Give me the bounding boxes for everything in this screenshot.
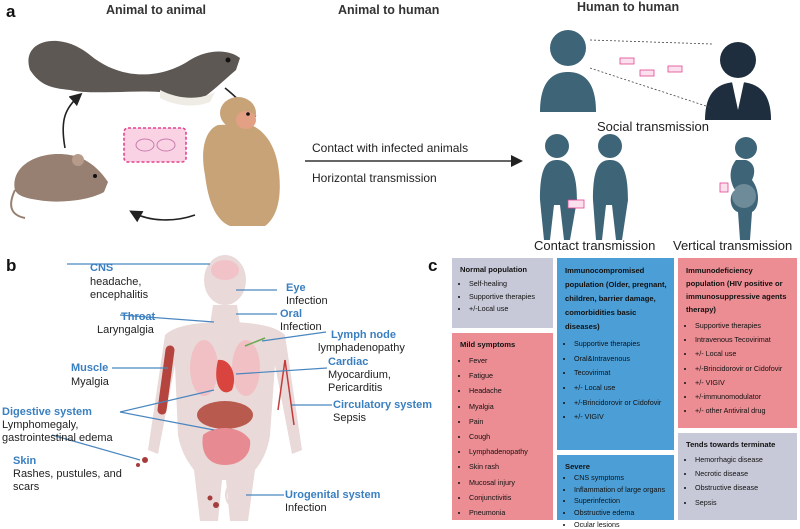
lymph-title: Lymph node — [331, 329, 396, 341]
list-item: Myalgia — [469, 400, 547, 413]
list-item: Supportive therapies — [574, 338, 668, 351]
header-human-to-human: Human to human — [577, 0, 680, 14]
social-people-icon — [540, 30, 771, 120]
list-item: Hemorrhagic disease — [695, 454, 791, 466]
list-item: +/- VIGIV — [574, 411, 668, 424]
immunodeficiency-list: Supportive therapies Intravenous Tecovir… — [686, 320, 791, 417]
pregnant-person-icon — [719, 137, 758, 240]
severe-box: Severe CNS symptoms Inflammation of larg… — [557, 455, 674, 529]
list-item: Sepsis — [695, 497, 791, 509]
list-item: CNS symptoms — [574, 473, 668, 483]
arrow-label-contact: Contact with infected animals — [312, 141, 469, 155]
cns-desc: headache, encephalitis — [90, 276, 149, 301]
mild-symptoms-title: Mild symptoms — [460, 340, 516, 349]
immunocompromised-title: Immunocompromised population (Older, pre… — [565, 266, 667, 331]
mild-symptoms-list: Fever Fatigue Headache Myalgia Pain Coug… — [460, 354, 547, 519]
lymph-desc: lymphadenopathy — [318, 342, 405, 354]
list-item: Supportive therapies — [695, 320, 791, 332]
list-item: Fatigue — [469, 369, 547, 382]
list-item: Mucosal injury — [469, 476, 547, 489]
immunocompromised-list: Supportive therapies Oral&Intravenous Te… — [565, 338, 668, 424]
cns-title: CNS — [90, 262, 114, 274]
muscle-title: Muscle — [71, 362, 109, 374]
cardiac-title: Cardiac — [328, 356, 369, 368]
list-item: Lymphadenopathy — [469, 445, 547, 458]
list-item: Headache — [469, 384, 547, 397]
virus-icon — [123, 127, 187, 163]
urogenital-title: Urogenital system — [285, 489, 381, 501]
list-item: +/- VIGIV — [695, 377, 791, 389]
header-animal-to-human: Animal to human — [338, 3, 440, 17]
panel-c-letter: c — [428, 256, 438, 275]
throat-desc: Laryngalgia — [97, 324, 154, 336]
list-item: Cough — [469, 430, 547, 443]
list-item: Oral&Intravenous — [574, 353, 668, 366]
arrow-label-horizontal: Horizontal transmission — [312, 171, 437, 185]
list-item: Supportive therapies — [469, 292, 547, 303]
list-item: Intravenous Tecovirimat — [695, 334, 791, 346]
skin-title: Skin — [13, 455, 37, 467]
label-social-transmission: Social transmission — [597, 119, 709, 134]
list-item: +/- Local use — [574, 382, 668, 395]
eye-desc: Infection — [286, 295, 328, 307]
contact-people-icon — [540, 134, 628, 240]
terminate-title: Tends towards terminate — [686, 440, 776, 449]
body-illustration — [51, 255, 332, 521]
list-item: Inflammation of large organs — [574, 485, 668, 495]
digestive-desc: Lymphomegaly, gastrointestinal edema — [2, 419, 113, 444]
circulatory-title: Circulatory system — [333, 399, 433, 411]
list-item: +/-Brincidorovir or Cidofovir — [574, 397, 668, 410]
immunodeficiency-title: Immunodeficiency population (HIV positiv… — [686, 266, 787, 314]
list-item: Obstructive edema — [574, 508, 668, 518]
mild-symptoms-box: Mild symptoms Fever Fatigue Headache Mya… — [452, 333, 553, 520]
mouse-icon — [10, 154, 109, 219]
normal-population-list: Self-healing Supportive therapies +/-Loc… — [460, 279, 547, 315]
header-animal-to-animal: Animal to animal — [106, 3, 207, 17]
severe-title: Severe — [565, 462, 590, 471]
list-item: Fever — [469, 354, 547, 367]
terminate-list: Hemorrhagic disease Necrotic disease Obs… — [686, 454, 791, 509]
organ-cns: CNS — [90, 262, 113, 274]
skin-desc: Rashes, pustules, and scars — [13, 468, 122, 493]
list-item: +/- other Antiviral drug — [695, 405, 791, 417]
list-item: Obstructive disease — [695, 482, 791, 494]
muscle-desc: Myalgia — [71, 376, 109, 388]
list-item: +/-Brincidorovir or Cidofovir — [695, 363, 791, 375]
circulatory-desc: Sepsis — [333, 412, 367, 424]
list-item: Pneumonia — [469, 506, 547, 519]
list-item: Ocular lesions — [574, 520, 668, 529]
urogenital-desc: Infection — [285, 502, 327, 514]
normal-population-title: Normal population — [460, 265, 528, 274]
list-item: +/-Local use — [469, 304, 547, 315]
cardiac-desc: Myocardium, Pericarditis — [328, 369, 391, 394]
digestive-title: Digestive system — [2, 406, 92, 418]
list-item: +/-immunomodulator — [695, 391, 791, 403]
list-item: Skin rash — [469, 460, 547, 473]
panel-a-illustration — [10, 30, 771, 240]
label-contact-transmission: Contact transmission — [534, 238, 656, 253]
list-item: Pain — [469, 415, 547, 428]
eye-title: Eye — [286, 282, 306, 294]
list-item: +/- Local use — [695, 348, 791, 360]
list-item: Tecovirimat — [574, 367, 668, 380]
immunocompromised-box: Immunocompromised population (Older, pre… — [557, 258, 674, 450]
throat-title: Throat — [121, 311, 156, 323]
list-item: Self-healing — [469, 279, 547, 290]
list-item: Necrotic disease — [695, 468, 791, 480]
list-item: Superinfection — [574, 496, 668, 506]
monkey-icon — [203, 97, 280, 226]
label-vertical-transmission: Vertical transmission — [673, 238, 793, 253]
immunodeficiency-box: Immunodeficiency population (HIV positiv… — [678, 258, 797, 428]
squirrel-icon — [28, 40, 241, 106]
terminate-box: Tends towards terminate Hemorrhagic dise… — [678, 433, 797, 520]
panel-a-letter: a — [6, 2, 16, 21]
normal-population-box: Normal population Self-healing Supportiv… — [452, 258, 553, 328]
oral-desc: Infection — [280, 321, 322, 333]
oral-title: Oral — [280, 308, 303, 320]
panel-b-letter: b — [6, 256, 17, 275]
list-item: Conjunctivitis — [469, 491, 547, 504]
